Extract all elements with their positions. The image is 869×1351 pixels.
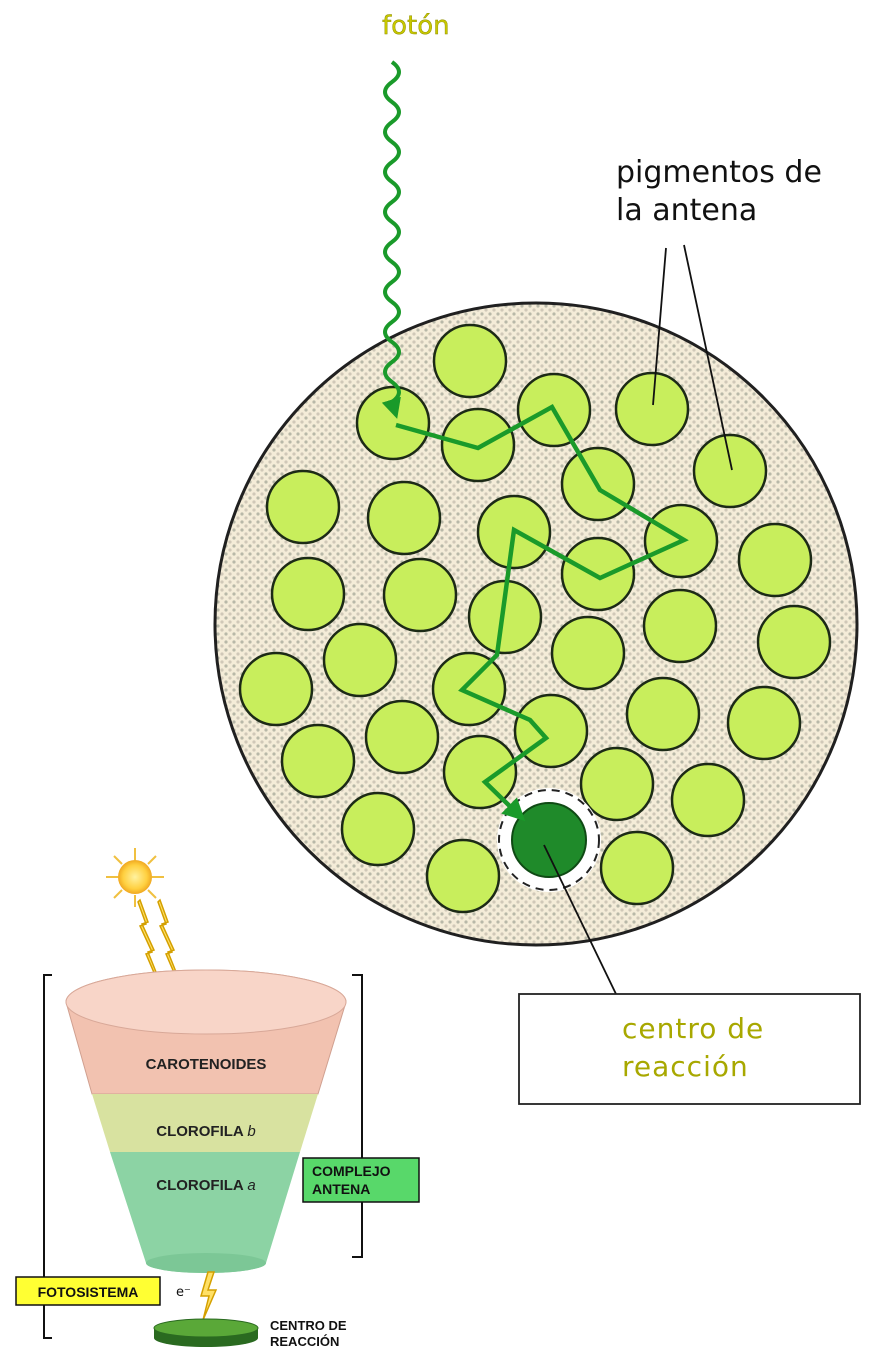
pigment-molecule xyxy=(434,325,506,397)
photon-label: fotón xyxy=(382,11,450,41)
pigment-molecule xyxy=(515,695,587,767)
pigment-molecule xyxy=(728,687,800,759)
antenna-complex-line1: COMPLEJO xyxy=(312,1163,391,1179)
pigment-molecule xyxy=(442,409,514,481)
reaction-center-molecule xyxy=(512,803,586,877)
pigment-molecule xyxy=(644,590,716,662)
sun-icon xyxy=(106,848,164,907)
pigment-molecule xyxy=(267,471,339,543)
electron-label: e⁻ xyxy=(176,1285,191,1300)
pigment-molecule xyxy=(384,559,456,631)
chlorophyll-b-prefix: CLOROFILA xyxy=(156,1123,244,1140)
reaction-center-label-line2: reacción xyxy=(622,1050,749,1083)
antenna-complex-line2: ANTENA xyxy=(312,1181,370,1197)
pigment-molecule xyxy=(357,387,429,459)
reaction-center-label-line1: centro de xyxy=(622,1012,764,1045)
funnel-tip xyxy=(146,1253,266,1273)
reaction-center-caption-line1: CENTRO DE xyxy=(270,1318,347,1333)
electron-bolt-icon xyxy=(201,1272,216,1320)
pigment-molecule xyxy=(739,524,811,596)
pigment-molecule xyxy=(427,840,499,912)
reaction-center-disc xyxy=(154,1319,258,1347)
funnel-rim xyxy=(66,970,346,1034)
chlorophyll-a-prefix: CLOROFILA xyxy=(156,1177,244,1194)
pigment-molecule xyxy=(552,617,624,689)
pigment-molecule xyxy=(601,832,673,904)
carotenoids-label: CAROTENOIDES xyxy=(146,1056,267,1073)
pigment-molecule xyxy=(616,373,688,445)
pigment-molecule xyxy=(627,678,699,750)
reaction-center-label-box xyxy=(519,994,860,1104)
pigment-molecule xyxy=(758,606,830,678)
pigment-molecule xyxy=(272,558,344,630)
pigment-molecule xyxy=(694,435,766,507)
antenna-complex-bracket xyxy=(352,975,362,1257)
antenna-pigments-label-line1: pigmentos de xyxy=(616,155,822,190)
pigment-molecule xyxy=(282,725,354,797)
pigment-molecule xyxy=(433,653,505,725)
pigment-molecule xyxy=(368,482,440,554)
photosystem-label: FOTOSISTEMA xyxy=(38,1284,139,1300)
pigment-molecule xyxy=(444,736,516,808)
pigment-molecule xyxy=(562,538,634,610)
pigment-molecule xyxy=(240,653,312,725)
pigment-molecule xyxy=(324,624,396,696)
reaction-center-caption-line2: REACCIÓN xyxy=(270,1334,339,1349)
pigment-molecule xyxy=(366,701,438,773)
pigment-molecule xyxy=(342,793,414,865)
pigment-molecule xyxy=(672,764,744,836)
chlorophyll-b-letter: b xyxy=(247,1123,255,1140)
chlorophyll-b-label: CLOROFILA b xyxy=(156,1123,255,1140)
chlorophyll-a-letter: a xyxy=(247,1177,255,1194)
chlorophyll-a-label: CLOROFILA a xyxy=(156,1177,255,1194)
pigment-molecule xyxy=(581,748,653,820)
antenna-pigments-label-line2: la antena xyxy=(616,193,757,228)
